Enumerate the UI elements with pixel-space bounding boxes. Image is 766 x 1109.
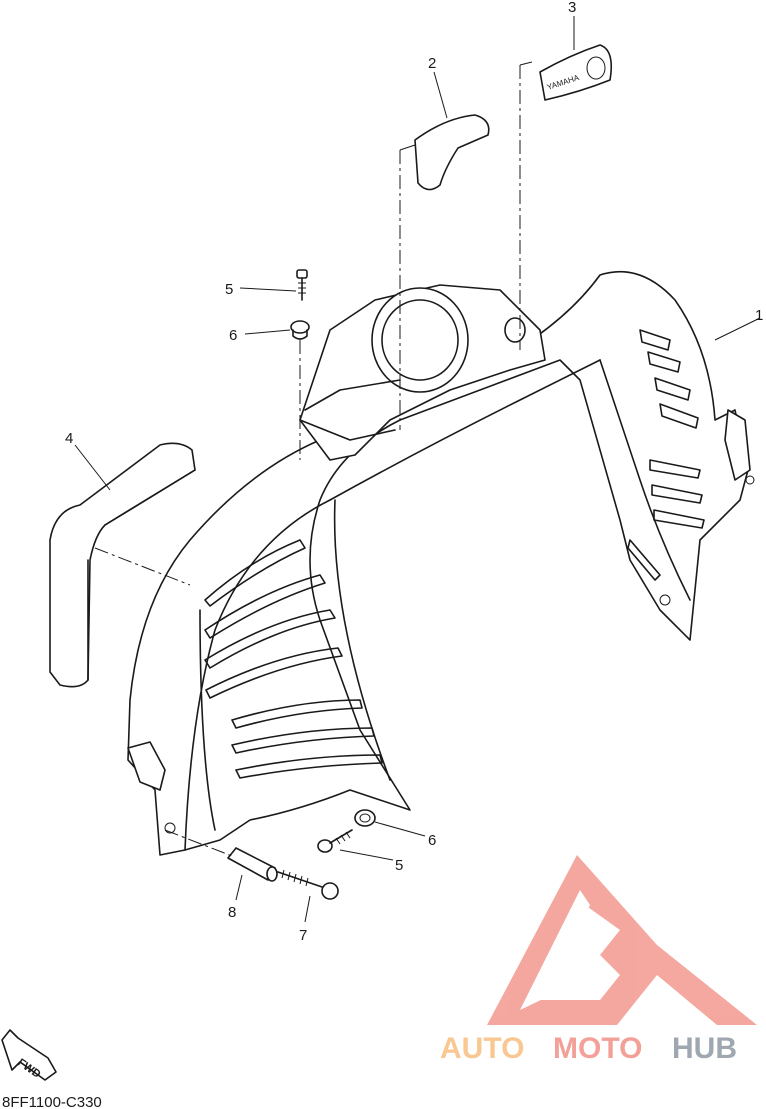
right-vent-slats xyxy=(627,329,705,581)
side-cover-part-4 xyxy=(49,442,196,688)
fwd-arrow: FWD xyxy=(1,1029,57,1081)
front-cover-part xyxy=(127,270,755,856)
meter-housing xyxy=(299,284,546,461)
screw-bottom-5 xyxy=(317,829,353,853)
left-vent-slats xyxy=(204,539,383,779)
callouts: 1 2 3 4 5 6 5 6 7 8 xyxy=(65,0,763,944)
callout-1: 1 xyxy=(755,307,763,324)
callout-4: 4 xyxy=(65,430,73,447)
callout-2: 2 xyxy=(428,55,436,72)
watermark-triangle-logo xyxy=(487,855,757,1025)
assembly-lines xyxy=(94,61,533,857)
watermark-auto: AUTO xyxy=(440,1032,524,1065)
screw-top-5 xyxy=(296,269,308,301)
callout-6-bottom: 6 xyxy=(428,832,436,849)
diagram-code: 8FF1100-C330 xyxy=(2,1094,102,1109)
watermark-hub: HUB xyxy=(672,1032,737,1065)
bolt-7 xyxy=(277,869,339,900)
pad-part-2 xyxy=(414,114,490,191)
callout-3: 3 xyxy=(568,0,576,16)
watermark-moto: MOTO xyxy=(553,1032,642,1065)
automotohub-watermark: AUTO MOTO HUB xyxy=(440,855,757,1065)
grommet-top-6 xyxy=(290,320,310,340)
callout-7: 7 xyxy=(299,927,307,944)
collar-8 xyxy=(227,847,278,882)
grommet-bottom-6 xyxy=(354,809,376,827)
callout-8: 8 xyxy=(228,904,236,921)
callout-5-top: 5 xyxy=(225,281,233,298)
emblem-part-3: YAMAHA xyxy=(539,44,613,101)
callout-6-top: 6 xyxy=(229,327,237,344)
callout-5-bottom: 5 xyxy=(395,857,403,874)
